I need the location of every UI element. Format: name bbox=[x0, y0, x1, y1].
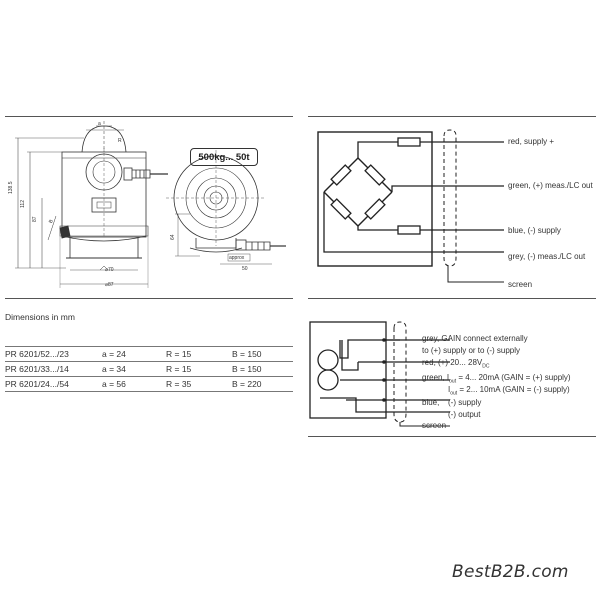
table-rule-4 bbox=[5, 391, 293, 392]
load-cell-body bbox=[61, 151, 147, 238]
dim-approx-label: approx bbox=[229, 255, 245, 261]
mid-rule-left bbox=[5, 298, 293, 299]
amp-green-sub1: out bbox=[449, 378, 457, 385]
amp-blue-label: blue, bbox=[422, 398, 440, 407]
amp-blue-line2: (-) output bbox=[448, 410, 481, 419]
dim-r-label: R bbox=[118, 138, 122, 144]
amp-screen-label: screen bbox=[422, 421, 447, 430]
dim-d70-label: ⌀70 bbox=[105, 267, 114, 273]
amp-grey-line1: grey, GAIN connect externally bbox=[422, 334, 528, 343]
bridge-label-grey: grey, (-) meas./LC out bbox=[508, 252, 586, 261]
amp-green2-prefix: I bbox=[448, 385, 451, 394]
table-model-2: PR 6201/33.../14 bbox=[5, 364, 69, 374]
amp-red-prefix: red, (+) 20... 28V bbox=[422, 358, 483, 367]
top-rule-left bbox=[5, 116, 293, 117]
amp-blue-line1: (-) supply bbox=[448, 398, 482, 407]
amp-green-prefix: green, I bbox=[422, 373, 450, 382]
bottom-rule-right bbox=[308, 436, 596, 437]
dim-h1-label: 138.5 bbox=[8, 181, 14, 194]
dim-d50-label: 50 bbox=[242, 266, 248, 272]
amplifier-wiring-diagram bbox=[309, 321, 450, 427]
dim-h3-label: 87 bbox=[32, 216, 38, 222]
table-b-2: B = 150 bbox=[232, 364, 262, 374]
table-r-2: R = 15 bbox=[166, 364, 192, 374]
dim-h2-label: 112 bbox=[20, 200, 26, 208]
table-a-1: a = 24 bbox=[102, 349, 126, 359]
capacity-badge: 500kg... 50t bbox=[190, 148, 258, 166]
amp-red-sub: DC bbox=[482, 363, 490, 370]
table-a-3: a = 56 bbox=[102, 379, 126, 389]
amp-green-sub2: out bbox=[450, 390, 458, 397]
amp-green-line1: green, Iout = 4... 20mA (GAIN = (+) supp… bbox=[422, 373, 571, 385]
load-cell-drawing bbox=[15, 121, 286, 288]
table-rule-2 bbox=[5, 361, 293, 362]
dimensions-title: Dimensions in mm bbox=[5, 312, 75, 322]
mid-rule-right bbox=[308, 298, 596, 299]
bridge-wiring-diagram bbox=[317, 129, 504, 283]
bridge-label-green: green, (+) meas./LC out bbox=[508, 181, 593, 190]
bridge-label-blue: blue, (-) supply bbox=[508, 226, 561, 235]
table-rule-3 bbox=[5, 376, 293, 377]
table-r-1: R = 15 bbox=[166, 349, 192, 359]
table-r-3: R = 35 bbox=[166, 379, 192, 389]
dim-a-label: a bbox=[98, 121, 101, 127]
table-b-1: B = 150 bbox=[232, 349, 262, 359]
bridge-label-screen: screen bbox=[508, 280, 533, 289]
watermark-text: BestB2B.com bbox=[452, 562, 569, 582]
top-rule-right bbox=[308, 116, 596, 117]
amp-red-label: red, (+) 20... 28VDC bbox=[422, 358, 490, 370]
amp-green-mid2: = 2... 10mA (GAIN = (-) supply) bbox=[457, 385, 570, 394]
amp-green-line2: Iout = 2... 10mA (GAIN = (-) supply) bbox=[448, 385, 570, 397]
table-rule-1 bbox=[5, 346, 293, 347]
capacity-badge-text: 500kg... 50t bbox=[198, 151, 250, 163]
table-b-3: B = 220 bbox=[232, 379, 262, 389]
amplifier-circle-top bbox=[317, 349, 339, 371]
bridge-label-red: red, supply + bbox=[508, 137, 555, 146]
table-model-1: PR 6201/52.../23 bbox=[5, 349, 69, 359]
amp-green-mid1: = 4... 20mA (GAIN = (+) supply) bbox=[456, 373, 571, 382]
amp-grey-line2: to (+) supply or to (-) supply bbox=[422, 346, 521, 355]
dim-d87-label: ⌀87 bbox=[105, 282, 114, 288]
table-a-2: a = 34 bbox=[102, 364, 126, 374]
amplifier-circle-bottom bbox=[317, 369, 339, 391]
table-model-3: PR 6201/24.../54 bbox=[5, 379, 69, 389]
bridge-enclosure bbox=[317, 131, 433, 267]
dim-h64-label: 64 bbox=[170, 234, 176, 240]
amplifier-enclosure bbox=[309, 321, 387, 419]
